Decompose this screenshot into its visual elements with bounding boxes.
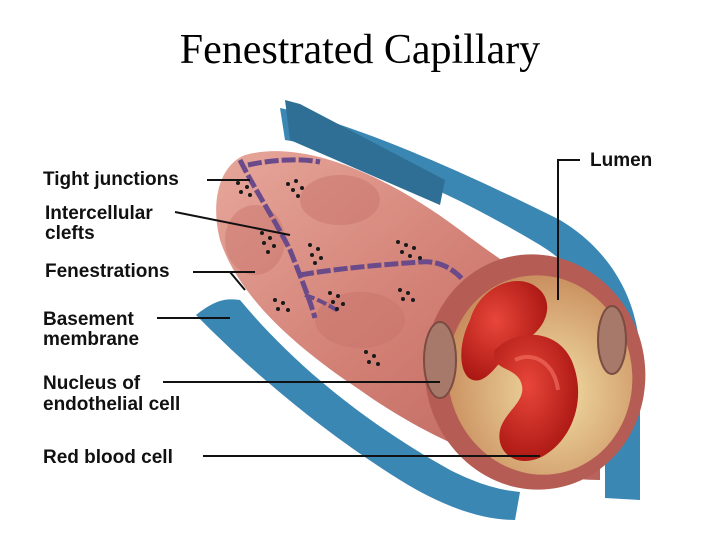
label-nucleus-2: endothelial cell xyxy=(43,394,181,415)
fenestration-cluster xyxy=(236,179,422,366)
endothelial-cell-patch xyxy=(315,292,405,348)
red-blood-cell xyxy=(494,334,579,461)
label-nucleus-1: Nucleus of xyxy=(43,373,141,394)
label-basement-membrane-2: membrane xyxy=(43,329,140,350)
tight-junction-line xyxy=(247,157,321,168)
basement-membrane-upper-edge xyxy=(285,100,445,205)
label-fenestrations: Fenestrations xyxy=(45,261,170,282)
leader-line-lumen xyxy=(557,159,580,300)
endothelial-cell-patch xyxy=(300,175,380,225)
tight-junction-line xyxy=(299,259,467,284)
red-blood-cell xyxy=(461,281,548,381)
endothelial-nucleus xyxy=(597,305,627,375)
label-basement-membrane-1: Basement xyxy=(43,309,134,330)
label-intercellular-clefts-2: clefts xyxy=(45,223,95,244)
label-red-blood-cell: Red blood cell xyxy=(43,447,173,468)
label-intercellular-clefts-1: Intercellular xyxy=(45,203,153,224)
label-lumen: Lumen xyxy=(590,150,653,171)
label-tight-junctions: Tight junctions xyxy=(43,169,179,190)
red-blood-cell-highlight xyxy=(514,354,560,391)
basement-membrane-upper xyxy=(280,108,640,500)
endothelial-cell-patch xyxy=(225,205,285,275)
leader-line-intercellular-clefts xyxy=(174,211,291,236)
basement-membrane-lower xyxy=(196,299,520,520)
endothelial-nucleus xyxy=(423,321,457,399)
diagram-title: Fenestrated Capillary xyxy=(179,27,541,73)
leader-line-fenestrations-tick xyxy=(229,271,246,291)
